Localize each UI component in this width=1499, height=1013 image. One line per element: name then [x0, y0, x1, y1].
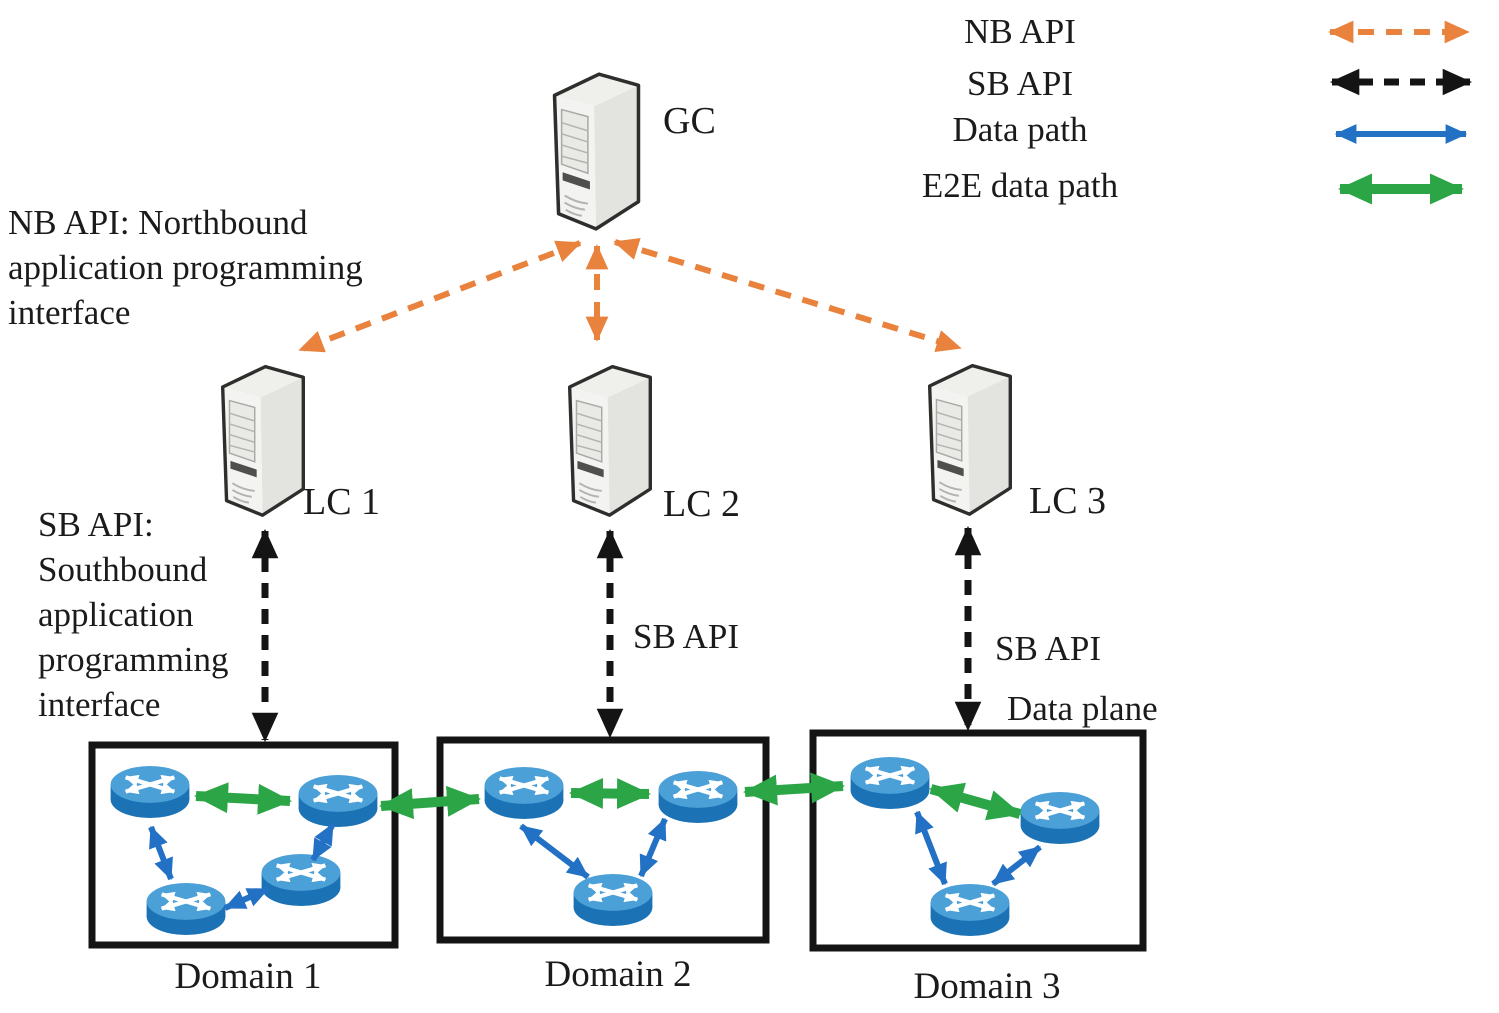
e2e-data-path-arrow-d2 — [569, 777, 651, 810]
lc1-label: LC 1 — [303, 481, 381, 523]
legend-label-sb-api: SB API — [966, 64, 1074, 103]
nb-api-arrow-gc-lc1 — [298, 240, 582, 353]
nb-api-definition-text: NB API: Northbound application programmi… — [8, 203, 363, 332]
domain1-label: Domain 1 — [174, 956, 322, 997]
legend-label-data-path: Data path — [952, 110, 1088, 149]
data-path-arrow-d1-ad — [148, 825, 174, 881]
domain3-label: Domain 3 — [913, 966, 1061, 1007]
server-icon-lc1 — [220, 364, 306, 517]
router-icon-d1-d — [147, 883, 226, 935]
router-icon-d1-b — [299, 775, 378, 827]
router-icon-d3-c — [931, 884, 1010, 936]
data-plane-label: Data plane — [1007, 689, 1158, 728]
router-icon-d2-b — [659, 771, 738, 823]
sb-api-definition-text: SB API: Southbound application programmi… — [38, 505, 229, 724]
router-icon-d3-a — [851, 757, 930, 809]
router-icon-d1-a — [111, 766, 190, 818]
legend-label-nb-api: NB API — [964, 12, 1076, 51]
lc3-label: LC 3 — [1029, 480, 1107, 522]
server-icon-lc2 — [567, 364, 653, 517]
server-icon-lc3 — [927, 363, 1013, 516]
data-path-arrow-d1-bc — [310, 822, 336, 862]
sb-api-link-label-domain3: SB API — [995, 629, 1102, 668]
sb-api-link-label-domain2: SB API — [633, 617, 740, 656]
router-icon-d3-b — [1021, 792, 1100, 844]
gc-label: GC — [663, 100, 716, 142]
data-path-arrow-d2-bc — [638, 817, 668, 878]
data-path-arrow-d3-ac — [914, 810, 948, 886]
legend-label-e2e-data-path: E2E data path — [921, 166, 1119, 205]
router-icon-d1-c — [262, 854, 341, 906]
data-path-arrow-d3-bc — [991, 844, 1042, 887]
e2e-data-path-arrow-d1 — [194, 782, 292, 815]
router-icon-d2-c — [574, 874, 653, 926]
data-path-arrow-d1-cd — [223, 886, 270, 911]
e2e-data-path-arrow-d3 — [929, 782, 1022, 821]
lc2-label: LC 2 — [663, 483, 741, 525]
data-path-arrow-d2-ac — [519, 823, 590, 880]
router-icon-d2-a — [485, 767, 564, 819]
server-icon-gc — [552, 72, 641, 231]
e2e-data-path-arrow-d2-d3 — [743, 772, 845, 806]
nb-api-arrow-gc-lc3 — [613, 237, 962, 353]
e2e-data-path-arrow-d1-d2 — [379, 785, 481, 820]
domain2-label: Domain 2 — [544, 954, 692, 995]
